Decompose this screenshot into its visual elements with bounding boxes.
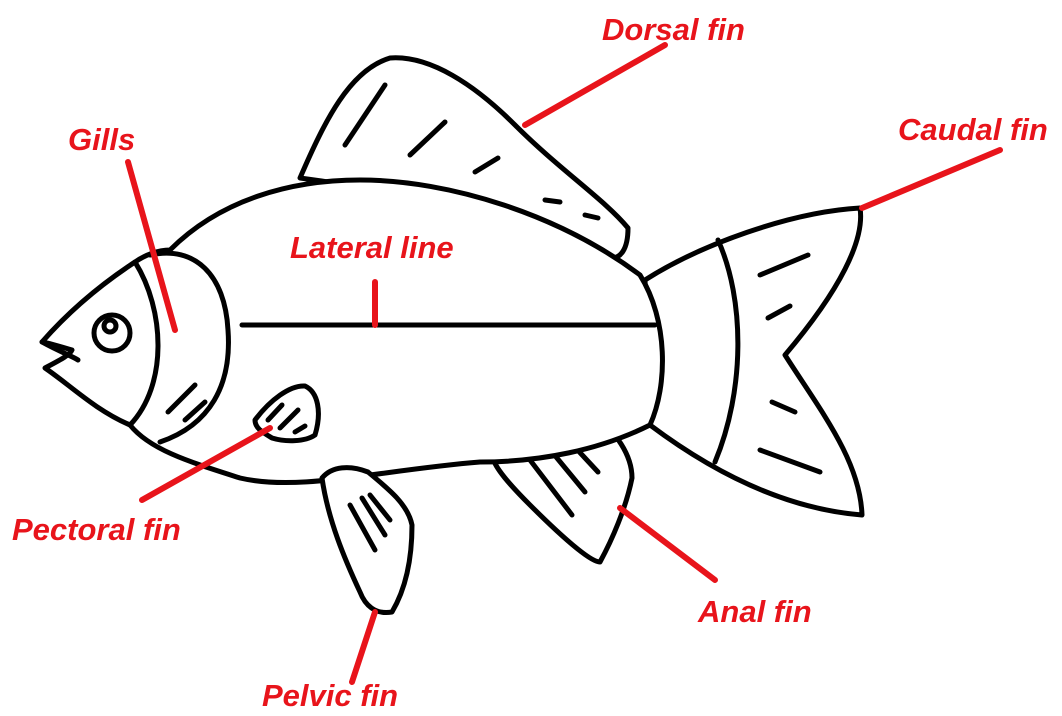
lateral-line-label: Lateral line bbox=[290, 232, 454, 263]
dorsal-fin-label: Dorsal fin bbox=[602, 14, 745, 45]
eye bbox=[94, 315, 130, 351]
pectoral-fin-label: Pectoral fin bbox=[12, 514, 181, 545]
anal-fin-pointer bbox=[620, 508, 715, 580]
gills-label: Gills bbox=[68, 124, 135, 155]
caudal-fin bbox=[645, 208, 862, 515]
caudal-fin-label: Caudal fin bbox=[898, 114, 1048, 145]
pelvic-fin bbox=[322, 468, 412, 613]
pelvic-fin-label: Pelvic fin bbox=[262, 680, 398, 711]
dorsal-fin-pointer bbox=[525, 45, 665, 125]
anal-fin-label: Anal fin bbox=[698, 596, 812, 627]
pelvic-fin-pointer bbox=[352, 612, 375, 682]
caudal-fin-pointer bbox=[862, 150, 1000, 208]
